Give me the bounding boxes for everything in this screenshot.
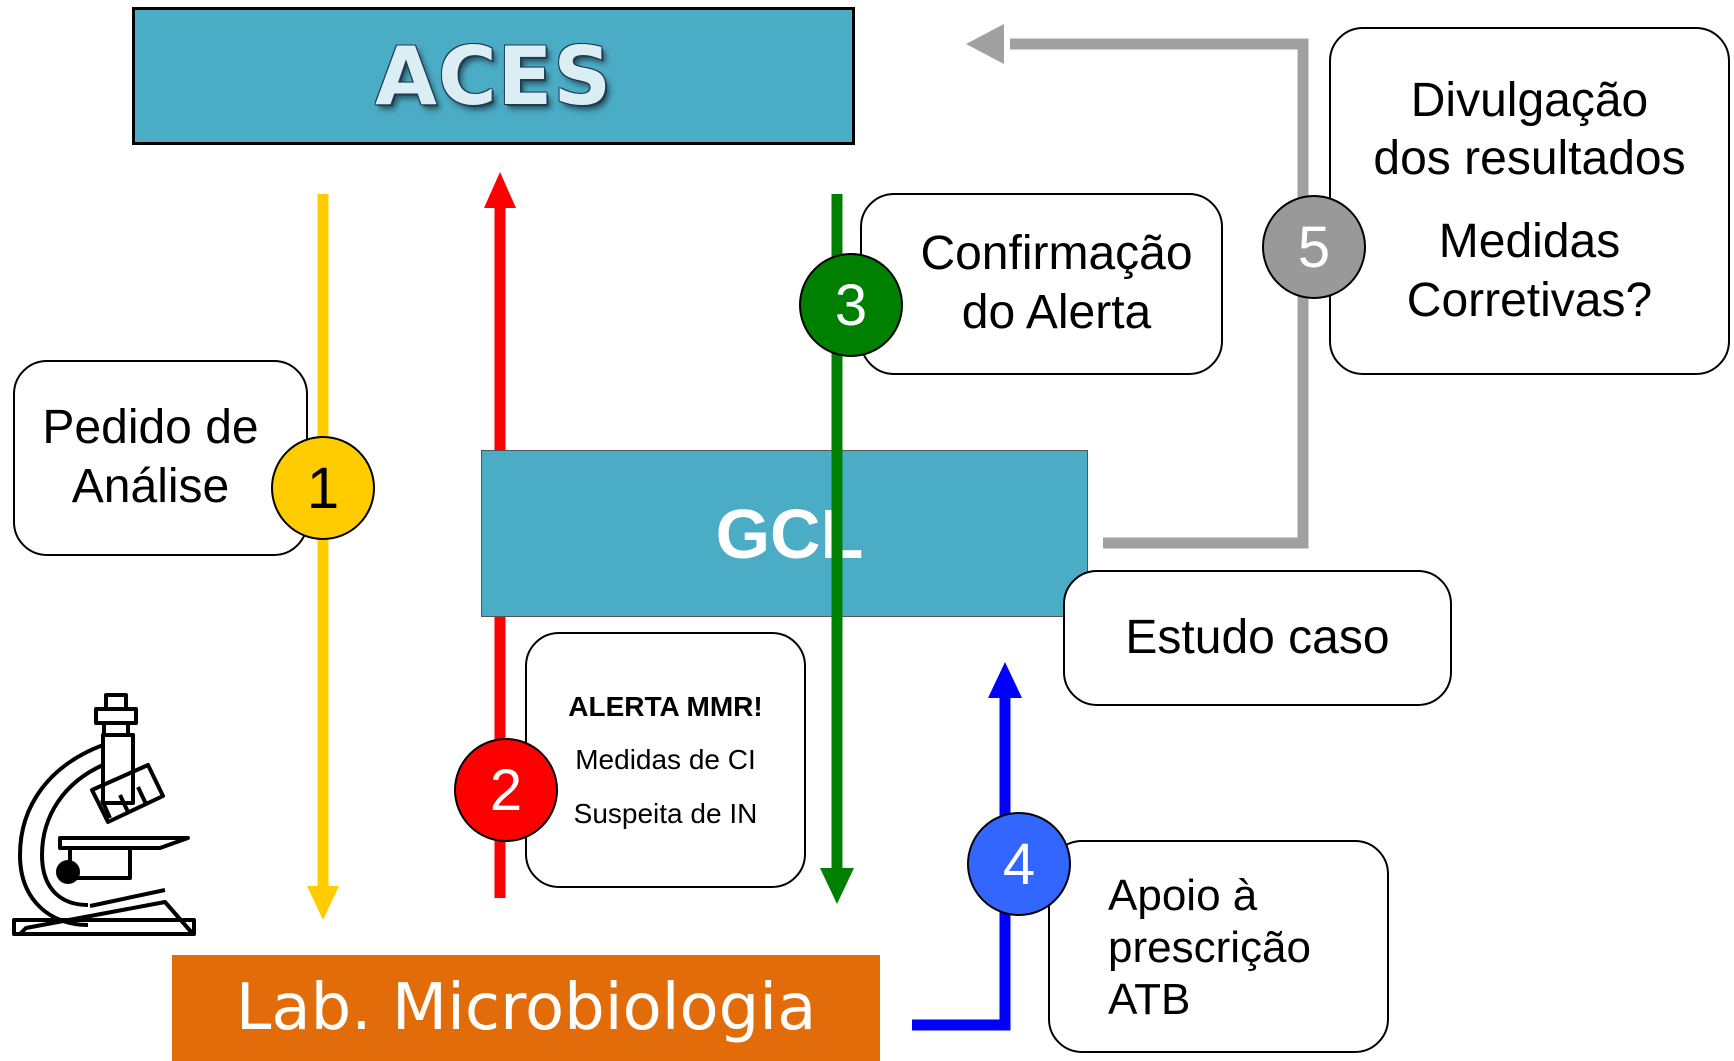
step-2-line-2: Suspeita de IN xyxy=(573,797,758,829)
step-4-line-1: Apoio à xyxy=(1108,871,1258,920)
gcl-box: GCL xyxy=(481,450,1088,617)
step-2-number: 2 xyxy=(489,757,523,823)
step-1-badge: 1 xyxy=(271,436,375,540)
study-box: Estudo caso xyxy=(1063,570,1452,706)
step-5-badge: 5 xyxy=(1262,195,1366,299)
step-1-line-2: Análise xyxy=(71,460,230,513)
step-1-line-1: Pedido de xyxy=(42,401,259,455)
step-5-line-1: Divulgação xyxy=(1410,73,1649,127)
step-2-badge: 2 xyxy=(454,738,558,842)
arrow-4-blue xyxy=(912,690,1011,1031)
step-4-number: 4 xyxy=(1002,831,1036,897)
step-3-box: Confirmação do Alerta xyxy=(860,193,1223,375)
step-5-line-2: dos resultados xyxy=(1373,132,1686,186)
arrow-3-head xyxy=(820,868,854,904)
step-4-line-3: ATB xyxy=(1108,974,1191,1024)
arrow-4-head xyxy=(988,662,1022,698)
step-1-number: 1 xyxy=(306,455,340,521)
aces-label: ACES xyxy=(375,29,612,123)
step-3-number: 3 xyxy=(834,272,868,338)
step-5-box: Divulgação dos resultados Medidas Corret… xyxy=(1329,27,1730,375)
step-5-number: 5 xyxy=(1297,214,1331,280)
step-3-line-1: Confirmação xyxy=(920,227,1193,281)
step-3-badge: 3 xyxy=(799,253,903,357)
study-label: Estudo caso xyxy=(1125,610,1390,664)
step-2-line-1: Medidas de CI xyxy=(575,744,756,776)
step-4-box: Apoio à prescrição ATB xyxy=(1048,840,1389,1053)
step-2-box: ALERTA MMR! Medidas de CI Suspeita de IN xyxy=(525,632,806,888)
arrow-2-head xyxy=(484,172,516,208)
step-5-line-4: Corretivas? xyxy=(1406,273,1653,327)
step-4-badge: 4 xyxy=(967,812,1071,916)
step-1-box: Pedido de Análise xyxy=(13,360,308,556)
step-3-line-2: do Alerta xyxy=(961,286,1152,339)
arrow-1-head xyxy=(307,886,339,920)
aces-box: ACES xyxy=(132,7,855,145)
step-5-line-3: Medidas xyxy=(1438,215,1621,268)
lab-box: Lab. Microbiologia xyxy=(172,955,880,1061)
step-2-heading: ALERTA MMR! xyxy=(568,691,763,723)
arrow-5-head xyxy=(966,24,1004,64)
lab-label: Lab. Microbiologia xyxy=(235,971,817,1045)
step-4-line-2: prescrição xyxy=(1108,922,1311,972)
